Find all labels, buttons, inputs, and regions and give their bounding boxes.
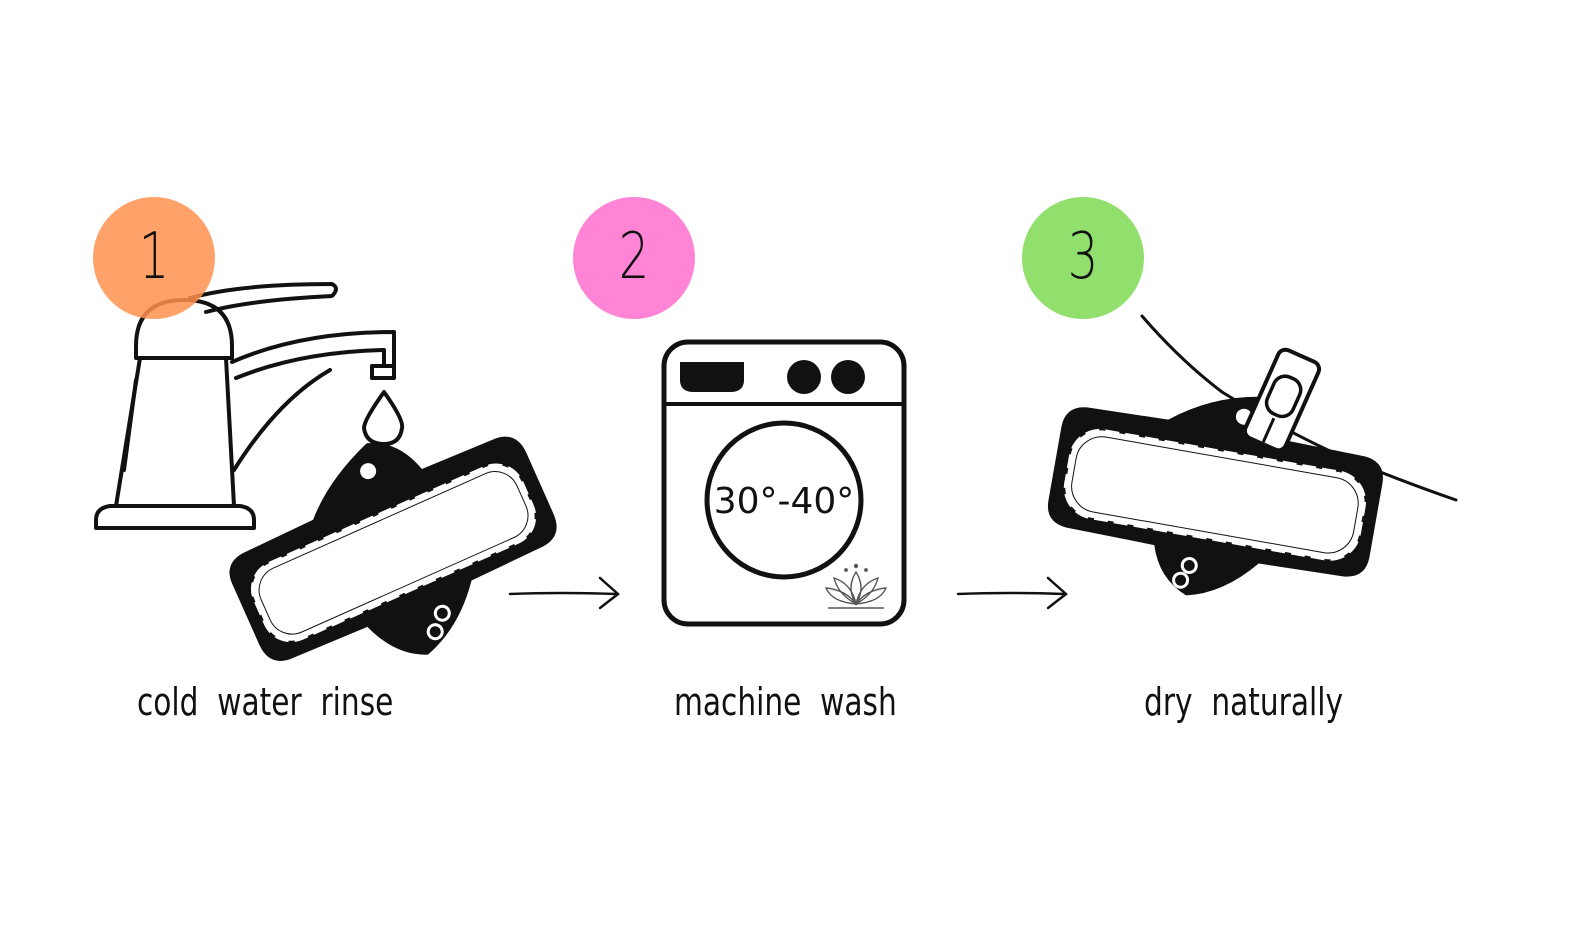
wash-temperature: 30°-40°	[714, 481, 855, 522]
clothesline-icon	[1140, 314, 1458, 502]
cloth-pad-icon	[1047, 396, 1383, 596]
cloth-pad-icon	[229, 436, 557, 661]
lotus-logo-icon	[824, 563, 888, 609]
step-1-number: 1	[138, 220, 170, 294]
step-2-label: machine wash	[674, 680, 897, 724]
arrow-right-icon	[508, 576, 620, 610]
step-2-number: 2	[618, 220, 650, 294]
washing-machine-icon: 30°-40°	[661, 339, 907, 627]
step-2-badge	[573, 197, 695, 319]
step-1-badge	[93, 197, 215, 319]
faucet-icon	[94, 282, 396, 530]
clothes-peg-icon	[1242, 347, 1322, 453]
water-drop-icon	[362, 390, 405, 446]
step-3-label: dry naturally	[1144, 680, 1344, 724]
step-3-badge	[1022, 197, 1144, 319]
step-1-label: cold water rinse	[137, 680, 394, 724]
step-3-number: 3	[1067, 220, 1099, 294]
arrow-right-icon	[956, 576, 1068, 610]
